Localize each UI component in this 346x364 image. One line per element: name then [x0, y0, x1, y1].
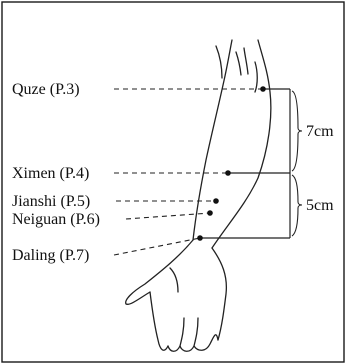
diagram-border: [2, 2, 344, 362]
daling-point: [197, 235, 203, 241]
neiguan-label: Neiguan (P.6): [12, 211, 100, 228]
distance-7cm-label: 7cm: [306, 123, 334, 140]
distance-5cm-label: 5cm: [306, 197, 334, 214]
ximen-point: [225, 170, 231, 176]
quze-point: [260, 86, 266, 92]
quze-label: Quze (P.3): [12, 81, 80, 98]
neiguan-point: [207, 210, 213, 216]
jianshi-label: Jianshi (P.5): [12, 193, 90, 210]
daling-label: Daling (P.7): [12, 247, 89, 264]
ximen-label: Ximen (P.4): [12, 165, 89, 182]
jianshi-point: [213, 198, 219, 204]
